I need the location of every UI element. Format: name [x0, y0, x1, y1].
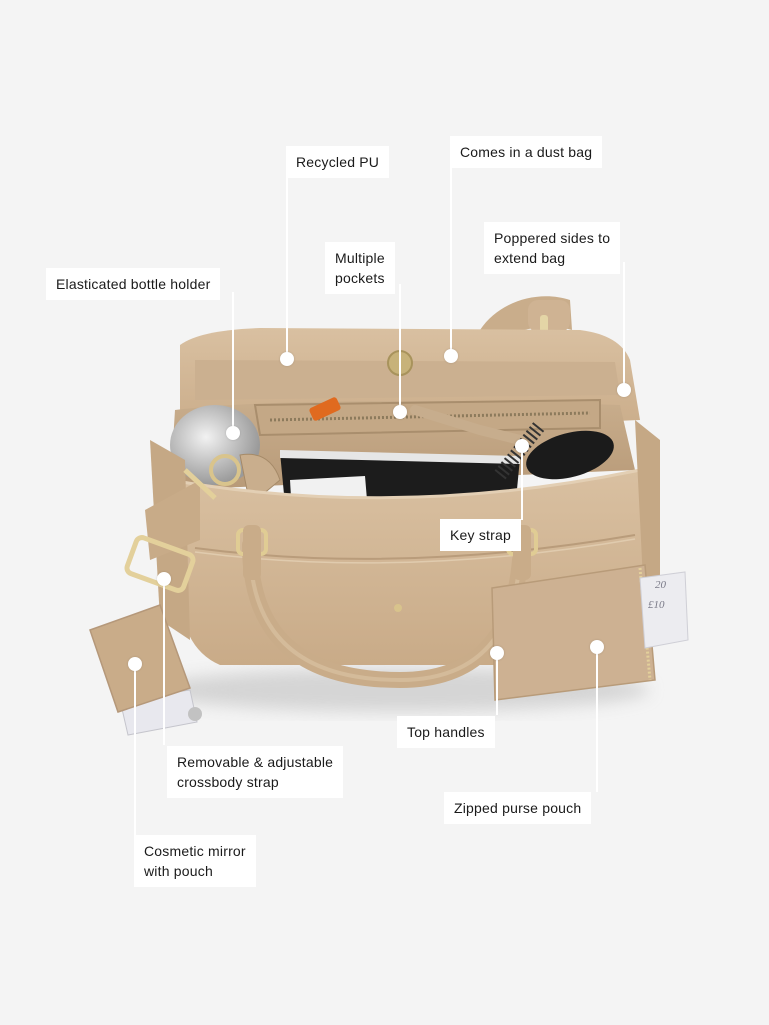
hotspot-top-handles[interactable] — [490, 646, 504, 660]
hotspot-bottle-holder[interactable] — [226, 426, 240, 440]
callout-zipped-pouch: Zipped purse pouch — [444, 792, 592, 824]
hotspot-crossbody-strap[interactable] — [157, 572, 171, 586]
leader-cosmetic-mirror — [134, 664, 136, 837]
hotspot-dust-bag[interactable] — [444, 349, 458, 363]
leader-poppered-sides — [623, 262, 625, 390]
hotspot-recycled-pu[interactable] — [280, 352, 294, 366]
leader-key-strap — [521, 446, 523, 520]
leader-recycled-pu — [286, 170, 288, 359]
leader-top-handles — [496, 653, 498, 715]
callout-recycled-pu: Recycled PU — [286, 146, 390, 178]
banknote-20: 20 — [655, 579, 667, 591]
callout-multiple-pockets: Multiple pockets — [325, 242, 395, 294]
callout-crossbody-strap: Removable & adjustable crossbody strap — [167, 746, 344, 798]
leader-multiple-pockets — [399, 284, 401, 412]
callout-top-handles: Top handles — [397, 716, 495, 748]
leader-dust-bag — [450, 160, 452, 356]
leader-zipped-pouch — [596, 647, 598, 792]
banknote-10: £10 — [648, 599, 665, 611]
callout-poppered-sides: Poppered sides to extend bag — [484, 222, 621, 274]
callout-key-strap: Key strap — [440, 519, 521, 551]
hotspot-cosmetic-mirror[interactable] — [128, 657, 142, 671]
hotspot-zipped-pouch[interactable] — [590, 640, 604, 654]
hotspot-poppered-sides[interactable] — [617, 383, 631, 397]
callout-cosmetic-mirror: Cosmetic mirror with pouch — [134, 835, 256, 887]
callout-bottle-holder: Elasticated bottle holder — [46, 268, 221, 300]
hotspot-key-strap[interactable] — [515, 439, 529, 453]
leader-crossbody-strap — [163, 579, 165, 745]
leader-bottle-holder — [232, 292, 234, 433]
callout-dust-bag: Comes in a dust bag — [450, 136, 603, 168]
hotspot-multiple-pockets[interactable] — [393, 405, 407, 419]
